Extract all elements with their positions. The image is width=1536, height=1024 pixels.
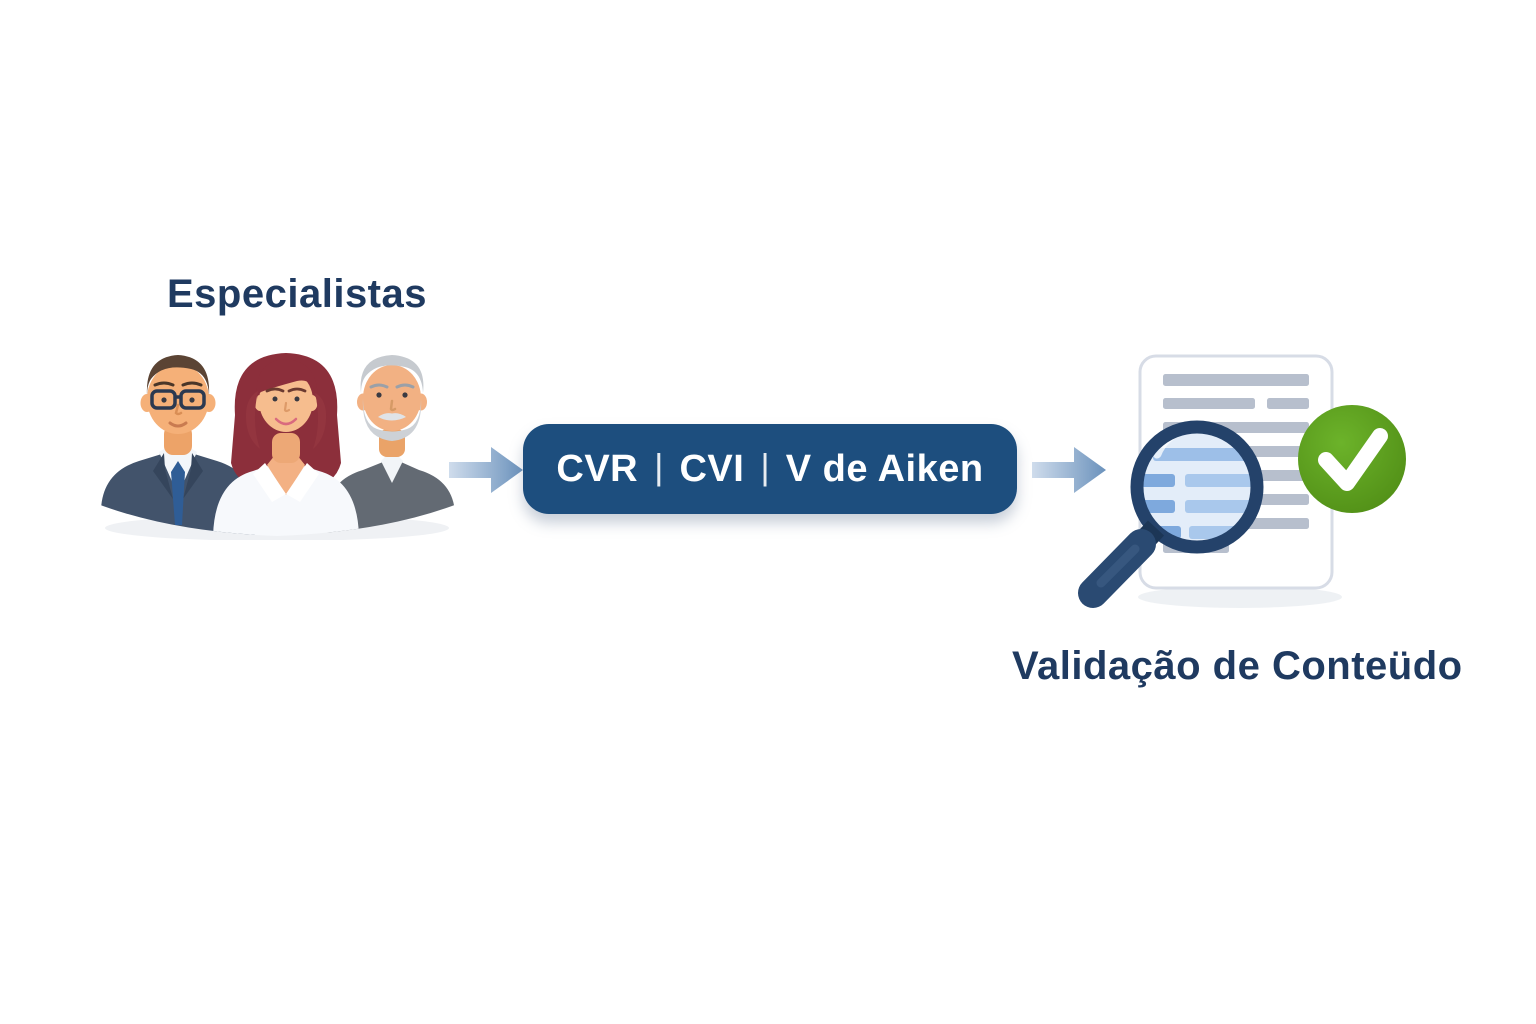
validation-heading: Validação de Conteüdo bbox=[1012, 644, 1463, 688]
method-box: CVR | CVI | V de Aiken bbox=[523, 424, 1017, 514]
document-shadow bbox=[1138, 586, 1342, 608]
method-aiken-label: V de Aiken bbox=[785, 447, 984, 490]
separator-pipe: | bbox=[760, 446, 770, 487]
method-cvi-label: CVI bbox=[679, 447, 745, 490]
right-arrow-icon bbox=[1032, 447, 1106, 493]
experts-heading: Especialistas bbox=[167, 272, 427, 316]
magnifier-icon bbox=[1078, 420, 1264, 608]
method-cvr-label: CVR bbox=[556, 447, 639, 490]
senior-man-avatar bbox=[327, 355, 455, 536]
document-magnifier-check-icon bbox=[1078, 354, 1406, 608]
woman-avatar bbox=[213, 353, 359, 536]
experts-group-icon bbox=[101, 353, 455, 540]
check-badge-icon bbox=[1298, 405, 1406, 513]
separator-pipe: | bbox=[654, 446, 664, 487]
right-arrow-icon bbox=[449, 447, 523, 493]
